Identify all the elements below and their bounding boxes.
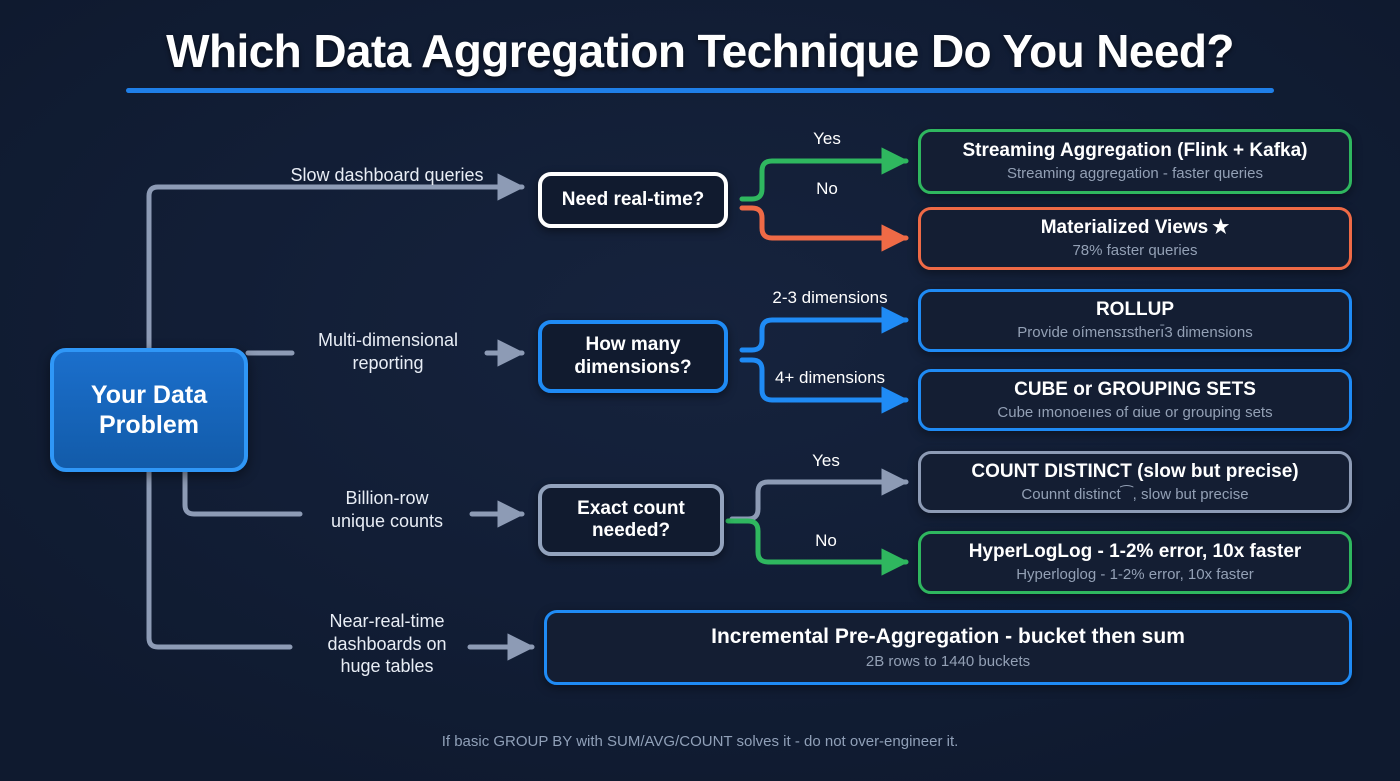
star-icon: ★ <box>1212 217 1230 239</box>
outcome-count-distinct-title: COUNT DISTINCT (slow but precise) <box>971 460 1299 482</box>
start-node-your-data-problem[interactable]: Your Data Problem <box>50 348 248 472</box>
outcome-materialized-views-subtitle: 78% faster queries <box>1072 242 1198 260</box>
outcome-streaming-aggregation-subtitle: Streaming aggregation - faster queries <box>1007 165 1263 183</box>
wire-start-to-nearrealtime <box>146 457 293 650</box>
outcome-materialized-views-title: Materialized Views <box>1040 217 1209 239</box>
decision-need-real-time-label: Need real-time? <box>561 188 705 210</box>
outcome-streaming-aggregation-title: Streaming Aggregation (Flink + Kafka) <box>962 140 1308 162</box>
footer-note: If basic GROUP BY with SUM/AVG/COUNT sol… <box>441 733 959 750</box>
outcome-count-distinct[interactable]: COUNT DISTINCT (slow but precise) Counnt… <box>918 451 1352 513</box>
wire-start-to-countlabel <box>182 465 303 517</box>
outcome-materialized-views-title-row: Materialized Views★ <box>1041 216 1230 239</box>
wire-dims-low <box>739 306 909 353</box>
outcome-streaming-aggregation[interactable]: Streaming Aggregation (Flink + Kafka) St… <box>918 129 1352 194</box>
decision-exact-count-needed[interactable]: Exact count needed? <box>538 484 724 556</box>
outcome-rollup-subtitle: Provide oímensɪstherı̄3 dimensions <box>1017 324 1253 342</box>
path-label-near-real-time-dashboards: Near-real-time dashboards on huge tables <box>327 611 447 676</box>
branch-label-count-no: No <box>815 531 837 550</box>
title-block: Which Data Aggregation Technique Do You … <box>0 25 1400 93</box>
outcome-count-distinct-subtitle: Counnt distinct⁀, slow but precise <box>1021 485 1249 503</box>
path-label-multi-dimensional-reporting: Multi-dimensional reporting <box>317 330 459 373</box>
outcome-materialized-views[interactable]: Materialized Views★ 78% faster queries <box>918 207 1352 270</box>
outcome-hyperloglog[interactable]: HyperLogLog - 1-2% error, 10x faster Hyp… <box>918 531 1352 594</box>
outcome-incremental-pre-aggregation-title: Incremental Pre-Aggregation - bucket the… <box>711 624 1185 648</box>
title-underline-rule <box>126 87 1274 93</box>
wire-realtime-no <box>739 205 909 252</box>
outcome-cube-or-grouping-sets-title: CUBE or GROUPING SETS <box>1014 378 1256 400</box>
branch-label-realtime-yes: Yes <box>813 129 841 148</box>
start-node-label: Your Data Problem <box>90 381 208 439</box>
outcome-incremental-pre-aggregation-subtitle: 2B rows to 1440 buckets <box>865 652 1031 670</box>
branch-label-2-3-dimensions: 2-3 dimensions <box>772 288 888 307</box>
branch-label-count-yes: Yes <box>812 451 840 470</box>
outcome-hyperloglog-title: HyperLogLog - 1-2% error, 10x faster <box>968 541 1302 563</box>
outcome-hyperloglog-subtitle: Hyperloglog - 1-2% error, 10x faster <box>1016 566 1254 584</box>
outcome-cube-or-grouping-sets[interactable]: CUBE or GROUPING SETS Cube ımonoeııes of… <box>918 369 1352 431</box>
decision-how-many-dimensions-label: How many dimensions? <box>574 334 692 378</box>
page-title: Which Data Aggregation Technique Do You … <box>166 25 1234 77</box>
outcome-rollup[interactable]: ROLLUP Provide oímensɪstherı̄3 dimensio… <box>918 289 1352 352</box>
outcome-cube-or-grouping-sets-subtitle: Cube ımonoeııes of ɑiue or grouping sets <box>997 403 1273 421</box>
outcome-rollup-title: ROLLUP <box>1095 299 1175 321</box>
branch-label-realtime-no: No <box>816 179 838 198</box>
wire-count-yes <box>729 468 909 522</box>
path-label-billion-row-unique-counts: Billion-row unique counts <box>330 488 444 531</box>
outcome-incremental-pre-aggregation[interactable]: Incremental Pre-Aggregation - bucket the… <box>544 610 1352 685</box>
branch-label-4-plus-dimensions: 4+ dimensions <box>774 368 886 387</box>
decision-how-many-dimensions[interactable]: How many dimensions? <box>538 320 728 393</box>
decision-need-real-time[interactable]: Need real-time? <box>538 172 728 228</box>
path-label-slow-dashboard-queries: Slow dashboard queries <box>290 165 484 185</box>
decision-exact-count-needed-label: Exact count needed? <box>577 497 685 541</box>
